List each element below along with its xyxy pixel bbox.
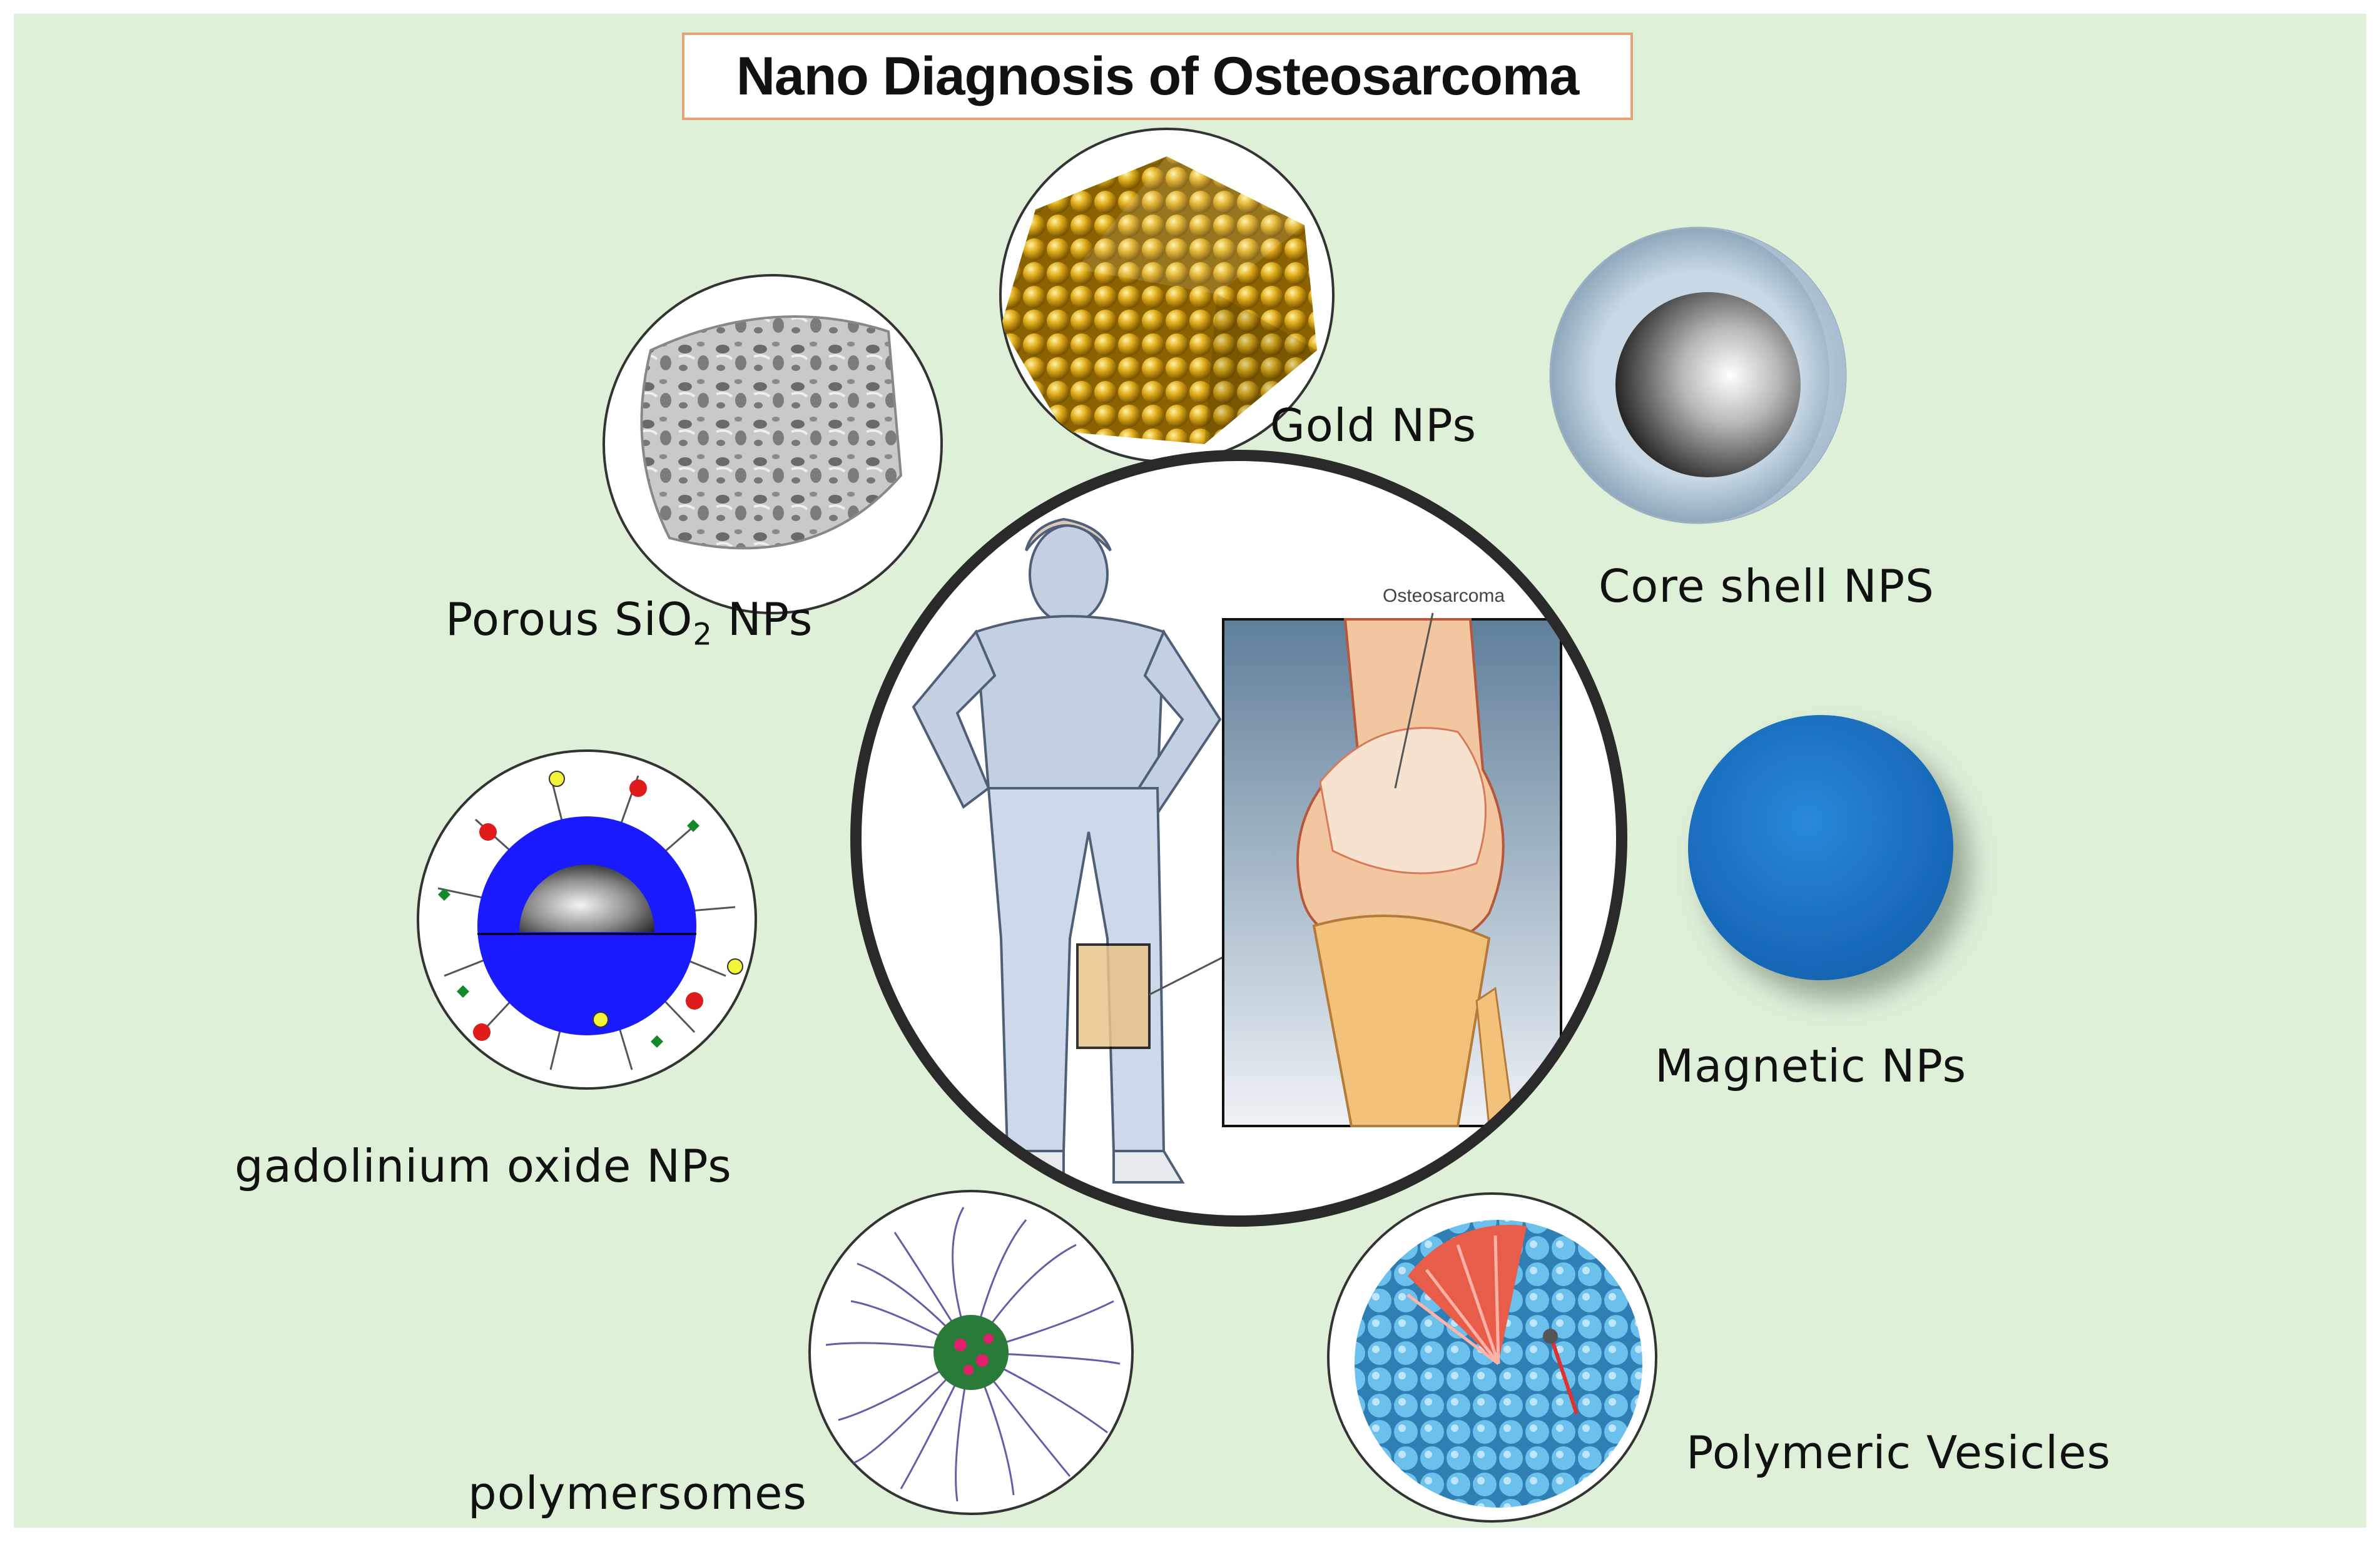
label-polymeric-vesicles: Polymeric Vesicles xyxy=(1686,1426,2111,1479)
label-gadolinium-oxide-nps: gadolinium oxide NPs xyxy=(235,1140,732,1192)
label-core-shell-nps: Core shell NPS xyxy=(1599,560,1935,612)
gadolinium-oxide-nanoparticle-illustration xyxy=(417,749,757,1090)
knee-inset-marker xyxy=(1076,943,1151,1049)
patient-figure xyxy=(912,517,1222,1184)
gold-nanoparticle-illustration xyxy=(999,128,1335,463)
core-shell-nanoparticle-illustration xyxy=(1549,226,1847,524)
porous-silica-nanoparticle-illustration xyxy=(603,274,943,614)
polymersome-illustration xyxy=(808,1190,1134,1515)
label-magnetic-nps: Magnetic NPs xyxy=(1655,1040,1967,1092)
polymeric-vesicle-illustration xyxy=(1327,1192,1657,1523)
knee-detail-panel: Osteosarcoma xyxy=(1222,586,1562,1127)
label-polymersomes: polymersomes xyxy=(468,1467,807,1519)
label-porous-suffix: NPs xyxy=(712,593,813,646)
magnetic-nanoparticle-illustration xyxy=(1688,715,1953,980)
label-porous-prefix: Porous SiO xyxy=(445,593,693,646)
osteosarcoma-center-illustration: Osteosarcoma xyxy=(850,450,1627,1227)
label-porous-subscript: 2 xyxy=(693,617,713,652)
label-gold-nps: Gold NPs xyxy=(1270,399,1477,452)
diagram-title: Nano Diagnosis of Osteosarcoma xyxy=(736,46,1579,106)
title-box: Nano Diagnosis of Osteosarcoma xyxy=(682,33,1633,120)
osteosarcoma-callout: Osteosarcoma xyxy=(1383,586,1505,606)
label-porous-sio2-nps: Porous SiO2 NPs xyxy=(445,593,813,652)
